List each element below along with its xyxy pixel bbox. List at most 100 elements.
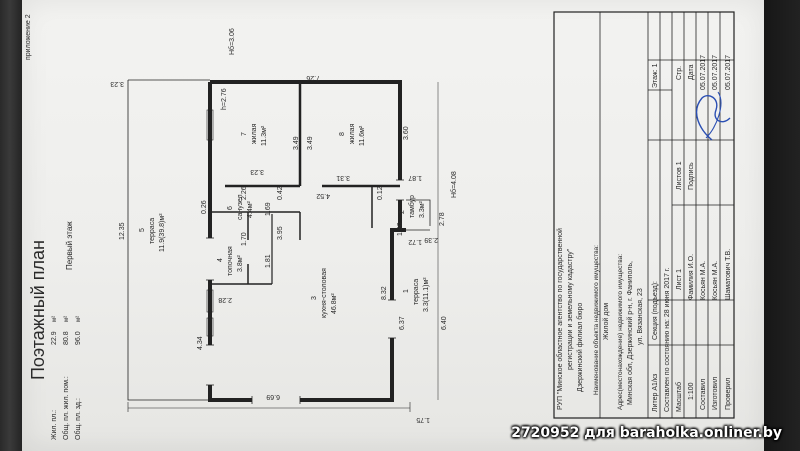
sheets-header: Листов 1: [676, 161, 683, 190]
row-name: Косьян М.А.: [700, 261, 707, 300]
title-block: РУП "Минское областное агентство по госу…: [553, 11, 735, 419]
room-number: 4: [217, 258, 224, 262]
dimension: 3.49: [307, 136, 314, 150]
address-label: Адрес(местонахождение) недвижимого имуще…: [617, 254, 624, 410]
room-name: санузел: [237, 194, 244, 220]
plan-title: Поэтажный план: [28, 240, 48, 380]
row-name: Косьян М.А.: [712, 261, 719, 300]
dimension: 3.31: [336, 174, 350, 181]
area-unit: м²: [52, 316, 58, 322]
signature-mark: [705, 91, 722, 139]
state-date: Составлен по состоянию на: 28 июня 2017 …: [664, 267, 671, 412]
row-name: Шаматович Т.В.: [725, 249, 732, 300]
plan-walls: [127, 79, 439, 412]
room-name: терраса: [413, 279, 420, 305]
dimension: 6.69: [266, 393, 280, 400]
room-area: 3.8м²: [237, 254, 244, 272]
dimension: 3.95: [277, 226, 284, 240]
org-line: регистрации и земельному кадастру": [567, 248, 574, 370]
area-value: 96.0: [75, 331, 82, 345]
room-area: 3.3м²: [419, 200, 426, 218]
dimension: 3.23: [110, 80, 124, 87]
floor-label: Первый этаж: [65, 221, 74, 270]
dimension: 0.12: [377, 186, 384, 200]
dimension: 1.70: [241, 232, 248, 246]
row-role: Изготовил: [712, 377, 719, 410]
dimension: 4.52: [316, 192, 330, 199]
address-value: Минская обл, Дзержинский р-н, г. Фанипол…: [626, 261, 634, 405]
dimension: 2.78: [439, 212, 446, 226]
area-unit: м²: [76, 316, 82, 322]
dimension: 12.35: [119, 222, 126, 240]
object-label: Наименование объекта недвижимого имущест…: [592, 245, 600, 395]
room-number: 3: [311, 296, 318, 300]
org-line: Дзержинский филиал бюро: [576, 303, 584, 392]
dimension: 1.72: [408, 238, 422, 245]
dimension: 1.81: [265, 254, 272, 268]
dimension: 3.23: [250, 168, 264, 175]
col-fio: Фамилия И.О.: [688, 254, 695, 300]
dimension: 3.49: [293, 136, 300, 150]
row-date: 05.07.2017: [712, 55, 719, 90]
room-labels: 1 терраса 3.3(11.1)м² 2 тамбур 3.3м² 3 к…: [139, 123, 430, 318]
row-role: Составил: [700, 379, 707, 410]
dimension: 0.42: [277, 186, 284, 200]
dimension: 2.28: [218, 296, 232, 303]
room-number: 8: [339, 132, 346, 136]
room-number: 6: [227, 206, 234, 210]
room-name: кухня-столовая: [321, 268, 328, 318]
dimension: 8.32: [381, 286, 388, 300]
area-label: Жил. пл.:: [51, 410, 58, 440]
room-number: 1: [403, 289, 410, 293]
dimension-labels: 3.23 12.35 6.69 1.75 4.34 6.40 6.37 8.32…: [110, 28, 458, 423]
area-value: 80.8: [63, 331, 70, 345]
area-summary: Жил. пл.: 22.9 м² Общ. пл. жил. пом.: 80…: [51, 316, 82, 440]
room-name: терраса: [149, 218, 156, 244]
room-name: жилая: [349, 123, 356, 144]
area-unit: м²: [64, 316, 70, 322]
watermark-text: 2720952 для baraholka.onliner.by: [511, 425, 782, 441]
dimension: 0.26: [201, 200, 208, 214]
room-name: топочная: [227, 246, 234, 276]
row-date: 05.07.2017: [700, 55, 707, 90]
scale-value: 1:100: [688, 382, 695, 400]
dimension: Нб=4.08: [450, 171, 458, 198]
dimension: 1.75: [416, 416, 430, 423]
dimension: h=2.76: [221, 88, 228, 110]
dimension: 7.26: [306, 74, 320, 81]
floor-number: Этаж: 1: [652, 63, 659, 88]
dimension: 2.26: [241, 186, 248, 200]
room-name: жилая: [251, 123, 258, 144]
scale-label: Масштаб: [675, 382, 683, 412]
sheet-header: Лист 1: [676, 269, 683, 290]
room-area: 11.6м²: [359, 125, 366, 146]
dimension: 1.90: [397, 222, 404, 236]
room-area: 3.3(11.1)м²: [423, 277, 430, 312]
liter: Литер А1/кз: [652, 374, 659, 412]
dimension: Нб=3.06: [228, 28, 236, 55]
col-sign: Подпись: [688, 162, 695, 190]
row-role: Проверил: [725, 378, 732, 410]
org-line: РУП "Минское областное агентство по госу…: [556, 228, 564, 410]
area-value: 22.9: [51, 331, 58, 345]
dimension: 1.87: [408, 174, 422, 181]
col-date: Дата: [688, 64, 695, 80]
room-number: 7: [241, 132, 248, 136]
dimension: 3.60: [403, 126, 410, 140]
area-label: Общ. пл. жил. пом.:: [62, 376, 70, 440]
row-date: 05.07.2017: [725, 55, 732, 90]
room-area: 46.8м²: [331, 293, 338, 314]
section: Секция (подъезд):: [652, 281, 659, 340]
area-label: Общ. пл. зд.:: [74, 398, 82, 440]
dimension: 1.69: [265, 202, 272, 216]
signature-mark: [696, 94, 731, 141]
dimension: 6.40: [441, 316, 448, 330]
dimension: 4.34: [197, 336, 204, 350]
room-area: 11.9(39.8)м²: [159, 213, 166, 252]
object-value: Жилой дом: [602, 303, 610, 340]
room-number: 2: [399, 210, 406, 214]
address-value: ул. Вязанская, 23: [637, 288, 644, 345]
dimension: 6.37: [399, 316, 406, 330]
dimension: 2.39: [424, 236, 438, 243]
page-header: Стр.: [676, 66, 683, 80]
